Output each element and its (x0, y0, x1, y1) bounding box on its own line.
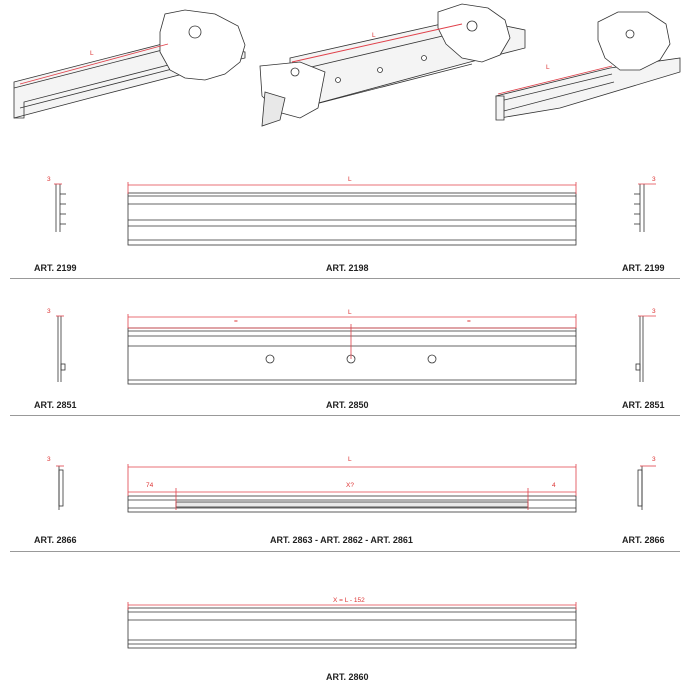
profile-2863-front (127, 495, 577, 513)
profile-2850-iso (259, 3, 526, 127)
row-2860-drawing (127, 602, 577, 649)
mounting-hole (265, 354, 275, 364)
row3-seg-right: 4 (552, 482, 556, 489)
iso-dim-label-3: L (546, 64, 550, 71)
row-2863-drawing (56, 464, 656, 513)
row-separator-3 (10, 551, 680, 552)
profile-2850-front (127, 327, 577, 385)
endcap-2199-right (634, 184, 645, 232)
row3-left-article: ART. 2866 (34, 535, 77, 545)
endcap-2866-left (58, 466, 64, 510)
row3-length-dim: L (348, 456, 352, 463)
row4-length-dim: X = L - 152 (333, 597, 365, 604)
iso-dim-label-1: L (90, 50, 94, 57)
endcap-2851-left (57, 316, 66, 382)
row2-half-left: = (234, 318, 238, 325)
profile-2198-iso (13, 9, 246, 119)
row-2850-drawing (56, 314, 656, 385)
endcap-2866-right (637, 466, 643, 510)
profile-2860-front (127, 607, 577, 649)
row3-seg-left: 74 (146, 482, 154, 489)
iso-dim-line-2 (291, 23, 463, 63)
row3-seg-mid: X? (346, 482, 354, 489)
row2-center-article: ART. 2850 (326, 400, 369, 410)
endcap-2199-left (55, 184, 66, 232)
isometric-profiles (13, 3, 681, 127)
row2-right-article: ART. 2851 (622, 400, 665, 410)
iso-dim-line-1 (19, 43, 169, 85)
row2-left-article: ART. 2851 (34, 400, 77, 410)
endcap-2851-right (635, 316, 644, 382)
iso-dim-label-2: L (372, 32, 376, 39)
iso-dim-line-3 (497, 65, 613, 95)
row1-right-article: ART. 2199 (622, 263, 665, 273)
row3-right-dim: 3 (652, 456, 656, 463)
row3-left-dim: 3 (47, 456, 51, 463)
row1-left-dim: 3 (47, 176, 51, 183)
row2-right-dim: 3 (652, 308, 656, 315)
row-2198-drawing (54, 182, 656, 246)
profile-2198-front (127, 192, 577, 246)
row4-center-article: ART. 2860 (326, 672, 369, 682)
row-separator-2 (10, 415, 680, 416)
row2-length-dim: L (348, 309, 352, 316)
row2-left-dim: 3 (47, 308, 51, 315)
row1-center-article: ART. 2198 (326, 263, 369, 273)
row1-right-dim: 3 (652, 176, 656, 183)
row1-left-article: ART. 2199 (34, 263, 77, 273)
row1-length-dim: L (348, 176, 352, 183)
row2-half-right: = (467, 318, 471, 325)
row3-center-article: ART. 2863 - ART. 2862 - ART. 2861 (270, 535, 413, 545)
mounting-hole (427, 354, 437, 364)
row-separator-1 (10, 278, 680, 279)
profile-2860-iso (495, 11, 681, 121)
row3-right-article: ART. 2866 (622, 535, 665, 545)
